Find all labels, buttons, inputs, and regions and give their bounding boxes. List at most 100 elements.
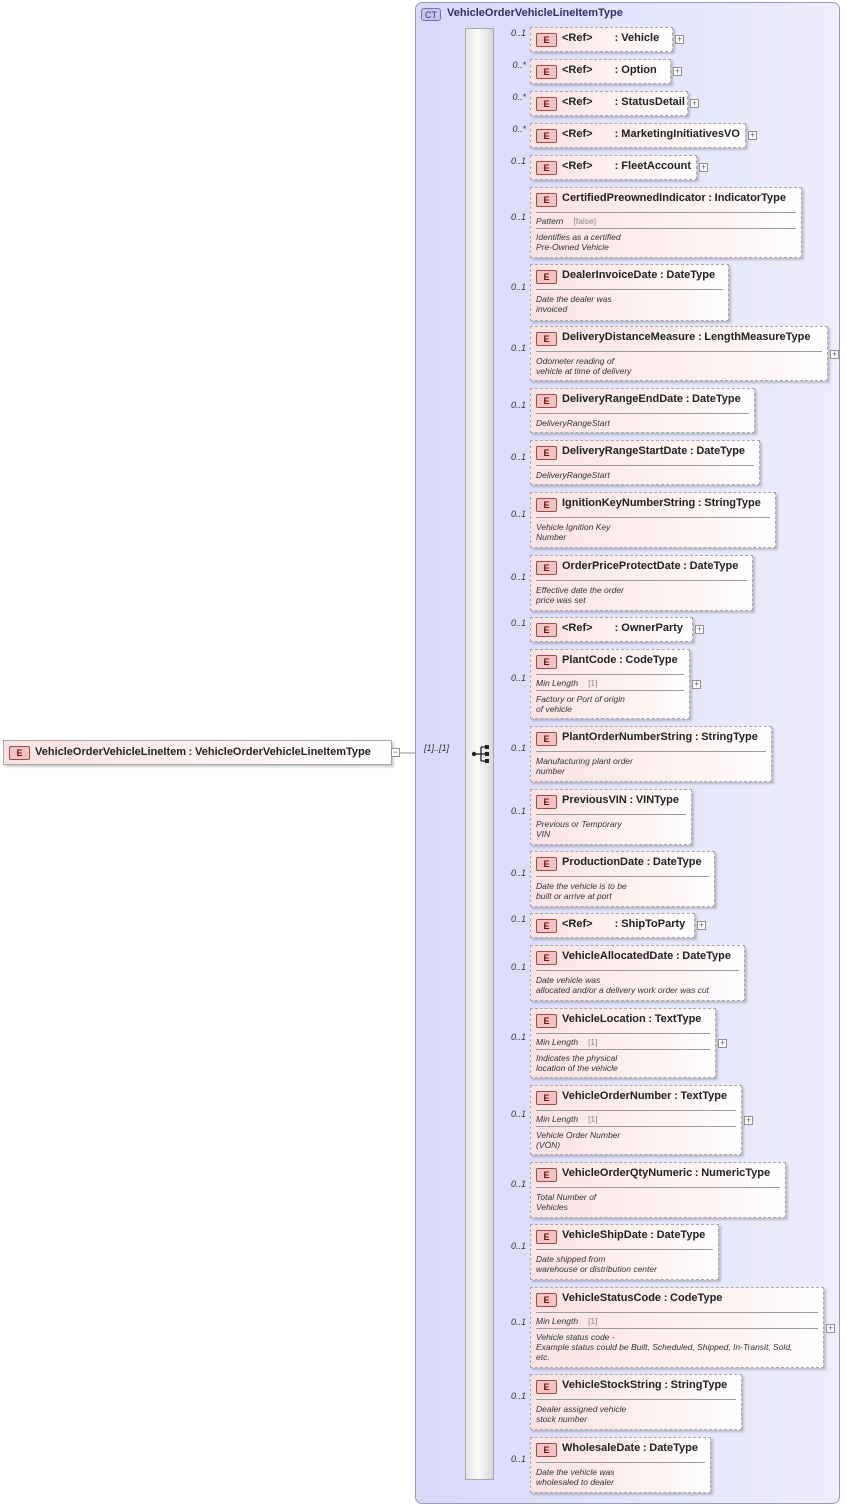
expand-icon[interactable]: +	[744, 1115, 753, 1125]
expand-icon[interactable]: +	[673, 66, 682, 76]
heading-divider	[536, 876, 709, 877]
root-element-box[interactable]: E VehicleOrderVehicleLineItem:VehicleOrd…	[3, 740, 392, 765]
occurrence-label: 0..1	[510, 1454, 526, 1464]
ref-prefix: <Ref>	[562, 96, 593, 108]
element-box-ship-to-party[interactable]: E<Ref>: ShipToParty	[530, 913, 695, 938]
element-heading: VehicleOrderNumber:TextType	[562, 1090, 727, 1102]
element-box-vehicle[interactable]: E<Ref>: Vehicle	[530, 27, 673, 52]
element-badge: E	[536, 655, 557, 669]
element-name: DeliveryDistanceMeasure	[562, 331, 696, 343]
element-name: VehicleOrderQtyNumeric	[562, 1167, 693, 1179]
occurrence-label: 0..1	[510, 156, 526, 166]
expand-icon[interactable]: +	[690, 98, 699, 108]
element-box-owner-party[interactable]: E<Ref>: OwnerParty	[530, 617, 693, 642]
type-separator: :	[629, 794, 634, 806]
expand-icon[interactable]: +	[695, 624, 704, 634]
element-heading: OrderPriceProtectDate:DateType	[562, 560, 738, 572]
root-element-name: VehicleOrderVehicleLineItem	[35, 746, 187, 758]
element-heading: IgnitionKeyNumberString:StringType	[562, 497, 761, 509]
element-badge: E	[536, 394, 557, 408]
element-box-fleet-account[interactable]: E<Ref>: FleetAccount	[530, 155, 697, 180]
complex-type-title: VehicleOrderVehicleLineItemType	[447, 7, 623, 19]
type-separator: :	[614, 128, 619, 140]
element-name: PreviousVIN	[562, 794, 627, 806]
facet-value: [1]	[588, 1316, 598, 1326]
element-heading: DeliveryDistanceMeasure:LengthMeasureTyp…	[562, 331, 810, 343]
element-badge: E	[536, 161, 557, 175]
facet-name: Pattern	[536, 216, 564, 226]
heading-divider	[536, 751, 766, 752]
expand-icon[interactable]: +	[697, 920, 706, 930]
element-box-marketing-initiatives-vo[interactable]: E<Ref>: MarketingInitiativesVO	[530, 123, 746, 148]
element-heading: <Ref>: StatusDetail	[562, 96, 685, 108]
type-separator: :	[646, 856, 651, 868]
element-name: DealerInvoiceDate	[562, 269, 658, 281]
expand-icon[interactable]: +	[692, 679, 701, 689]
element-type: DateType	[682, 950, 731, 962]
facet-value: [1]	[588, 678, 598, 688]
expand-icon[interactable]: +	[675, 34, 684, 44]
element-type: NumericType	[701, 1167, 771, 1179]
element-heading: PreviousVIN:VINType	[562, 794, 679, 806]
element-name: OwnerParty	[618, 622, 684, 634]
type-separator: :	[664, 1379, 668, 1391]
occurrence-label: 0..1	[510, 400, 526, 410]
expand-icon[interactable]: +	[826, 1323, 835, 1333]
heading-divider	[536, 1110, 736, 1111]
heading-divider	[536, 814, 686, 815]
element-name: VehicleLocation	[562, 1013, 646, 1025]
occurrence-label: 0..1	[510, 673, 526, 683]
complex-type-badge: CT	[421, 8, 441, 21]
expand-icon[interactable]: +	[718, 1038, 727, 1048]
element-name: PlantOrderNumberString	[562, 731, 693, 743]
element-badge: E	[536, 65, 557, 79]
facet-divider	[536, 1328, 818, 1329]
element-type: TextType	[680, 1090, 728, 1102]
expand-icon[interactable]: +	[699, 162, 708, 172]
occurrence-label: 0..1	[510, 572, 526, 582]
element-box-option[interactable]: E<Ref>: Option	[530, 59, 671, 84]
element-heading: VehicleLocation:TextType	[562, 1013, 701, 1025]
element-badge: E	[536, 446, 557, 460]
collapse-icon[interactable]: −	[391, 747, 400, 757]
element-name: ShipToParty	[618, 918, 686, 930]
occurrence-label: 0..1	[510, 1317, 526, 1327]
element-name: IgnitionKeyNumberString	[562, 497, 696, 509]
occurrence-label: 0..1	[510, 618, 526, 628]
expand-icon[interactable]: +	[748, 130, 757, 140]
type-separator: :	[697, 331, 702, 343]
type-separator: :	[188, 746, 193, 758]
element-badge: E	[536, 1091, 557, 1105]
expand-icon[interactable]: +	[830, 349, 839, 359]
element-box-status-detail[interactable]: E<Ref>: StatusDetail	[530, 91, 688, 116]
heading-divider	[536, 1249, 713, 1250]
documentation-text: Manufacturing plant order number	[536, 756, 633, 776]
element-heading: PlantOrderNumberString:StringType	[562, 731, 758, 743]
element-badge: E	[536, 951, 557, 965]
element-badge: E	[536, 1293, 557, 1307]
element-type: DateType	[689, 560, 739, 572]
element-type: StringType	[701, 731, 758, 743]
element-type: DateType	[696, 445, 746, 457]
documentation-text: Total Number of Vehicles	[536, 1192, 597, 1212]
occurrence-label: 0..1	[510, 343, 526, 353]
